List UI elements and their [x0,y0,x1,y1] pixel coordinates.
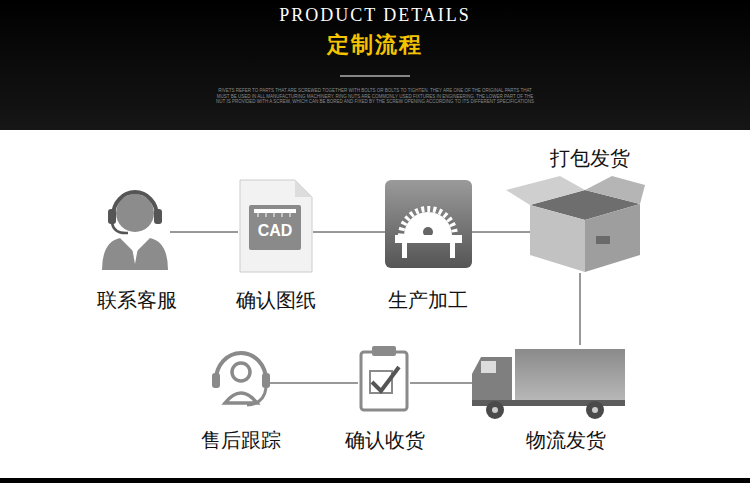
clipboard-icon [361,346,407,410]
after-sales-icon [212,353,270,405]
step-label: 生产加工 [388,288,468,312]
connector-line [580,273,581,345]
connector-line [170,232,238,233]
box-icon [506,176,645,272]
subtitle: PRODUCT DETAILS [0,3,750,27]
process-step: 联系客服 [100,185,170,270]
connector-line [472,232,530,233]
service-icon [102,192,168,270]
connector-line [410,383,472,384]
step-label: 售后跟踪 [201,428,281,452]
step-label: 物流发货 [526,428,606,452]
footer-band [0,478,750,483]
truck-icon [472,349,625,419]
icon-text: CAD [258,222,293,240]
step-label: 打包发货 [550,146,630,170]
step-label: 确认收货 [345,428,425,452]
connector-line [270,383,358,384]
process-step: 售后跟踪 [212,345,270,407]
cad-drawing-icon [240,180,312,272]
step-label: 确认图纸 [236,288,316,312]
connector-line [313,232,385,233]
process-step: 确认收货 [358,345,410,413]
page-title: 定制流程 [0,30,750,60]
fine-print: RIVETS REFER TO PARTS THAT ARE SCREWED T… [215,88,535,105]
step-label: 联系客服 [97,288,177,312]
process-step: CAD确认图纸 [238,180,313,272]
process-step: 物流发货 [472,345,627,420]
process-step: 生产加工 [385,180,472,268]
process-step: 打包发货 [530,185,640,273]
saw-icon [385,180,472,268]
title-rule [340,76,410,77]
